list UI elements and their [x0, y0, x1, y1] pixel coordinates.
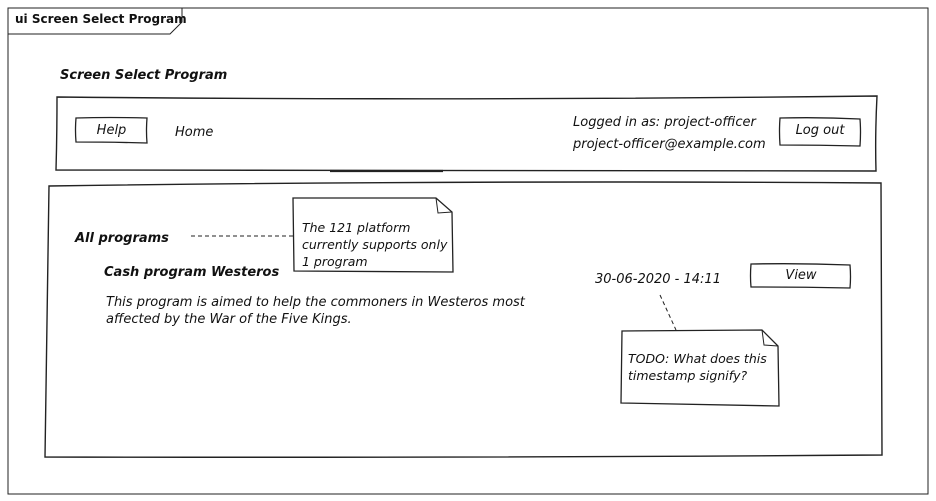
frame-title: ui Screen Select Program	[15, 12, 187, 26]
logout-button[interactable]: Log out	[795, 123, 845, 138]
platform-note: The 121 platform currently supports only…	[302, 220, 448, 269]
section-title: All programs	[75, 231, 169, 246]
outer-frame	[7, 7, 929, 495]
todo-note: TODO: What does this timestamp signify?	[628, 351, 767, 383]
todo-note-connector	[659, 294, 677, 331]
header-panel	[55, 95, 878, 172]
user-email: project-officer@example.com	[573, 137, 766, 152]
todo-note-fold	[761, 329, 779, 347]
help-button[interactable]: Help	[96, 123, 127, 138]
frame-tab	[8, 8, 183, 35]
program-description: This program is aimed to help the common…	[106, 295, 525, 327]
screen-title: Screen Select Program	[60, 68, 228, 83]
platform-note-fold	[435, 197, 453, 214]
program-name: Cash program Westeros	[104, 265, 280, 280]
home-link[interactable]: Home	[175, 125, 214, 140]
program-timestamp: 30-06-2020 - 14:11	[595, 272, 721, 287]
logout-button-outline	[778, 117, 862, 147]
view-button-outline	[749, 263, 852, 289]
help-button-outline	[74, 116, 148, 144]
platform-note-shape	[292, 197, 454, 273]
main-panel	[44, 181, 883, 458]
todo-note-shape	[620, 329, 780, 407]
view-button[interactable]: View	[785, 268, 817, 283]
logged-in-label: Logged in as: project-officer	[573, 115, 756, 130]
